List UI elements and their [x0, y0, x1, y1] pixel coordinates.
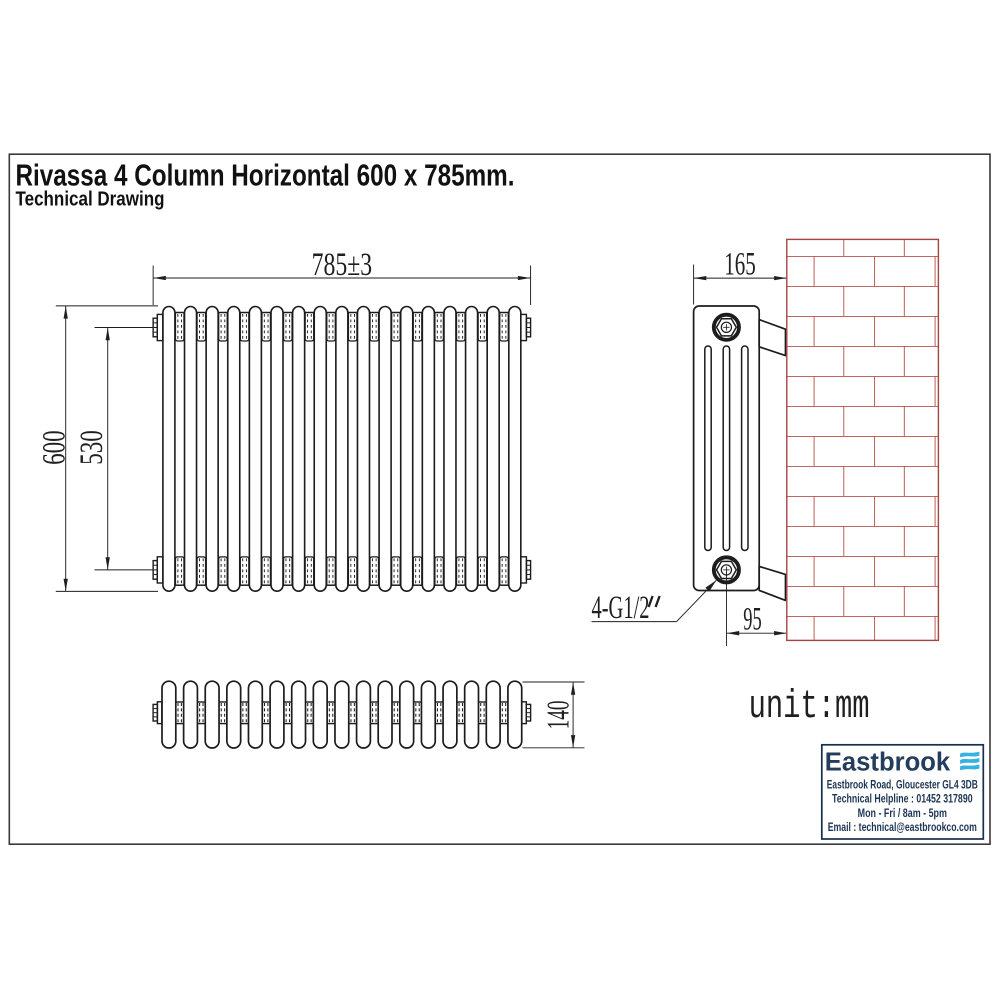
svg-text:Technical Drawing: Technical Drawing	[16, 187, 165, 210]
svg-text:Mon - Fri / 8am - 5pm: Mon - Fri / 8am - 5pm	[858, 806, 947, 820]
svg-text:Email : technical@eastbrookco.: Email : technical@eastbrookco.com	[828, 820, 977, 834]
svg-text:600: 600	[37, 430, 73, 465]
svg-text:530: 530	[74, 430, 110, 465]
svg-text:Rivassa 4 Column Horizontal 60: Rivassa 4 Column Horizontal 600 x 785mm.	[16, 158, 515, 192]
svg-text:95: 95	[743, 601, 761, 637]
svg-text:Eastbrook: Eastbrook	[825, 748, 951, 776]
svg-text:Eastbrook Road, Gloucester GL4: Eastbrook Road, Gloucester GL4 3DB	[827, 777, 978, 791]
svg-text:unit:mm: unit:mm	[749, 685, 870, 730]
svg-text:140: 140	[541, 700, 576, 729]
svg-text:4-G1/2: 4-G1/2	[592, 590, 650, 626]
svg-text:165: 165	[724, 247, 756, 283]
svg-text:Technical Helpline : 01452 317: Technical Helpline : 01452 317890	[832, 792, 973, 806]
svg-text:785±3: 785±3	[312, 247, 373, 283]
